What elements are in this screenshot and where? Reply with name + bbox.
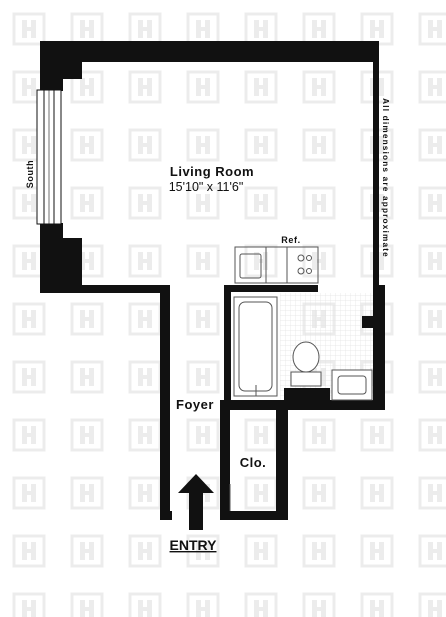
entry-arrow-icon (178, 474, 214, 530)
kitchen (234, 246, 319, 284)
entry-label: ENTRY (170, 537, 218, 553)
living-room-label: Living Room (170, 164, 254, 179)
range (265, 246, 288, 284)
dimensions-note: All dimensions are approximate (381, 98, 390, 258)
toilet (290, 341, 322, 387)
foyer-label: Foyer (176, 397, 214, 412)
bathroom-sink (331, 369, 373, 401)
walls (40, 41, 385, 520)
orientation-label: South (25, 160, 35, 189)
closet-label: Clo. (240, 455, 267, 470)
window (36, 89, 62, 225)
refrigerator-label: Ref. (281, 235, 300, 245)
bathtub (233, 296, 278, 397)
living-room-dimensions: 15'10" x 11'6" (169, 180, 244, 194)
